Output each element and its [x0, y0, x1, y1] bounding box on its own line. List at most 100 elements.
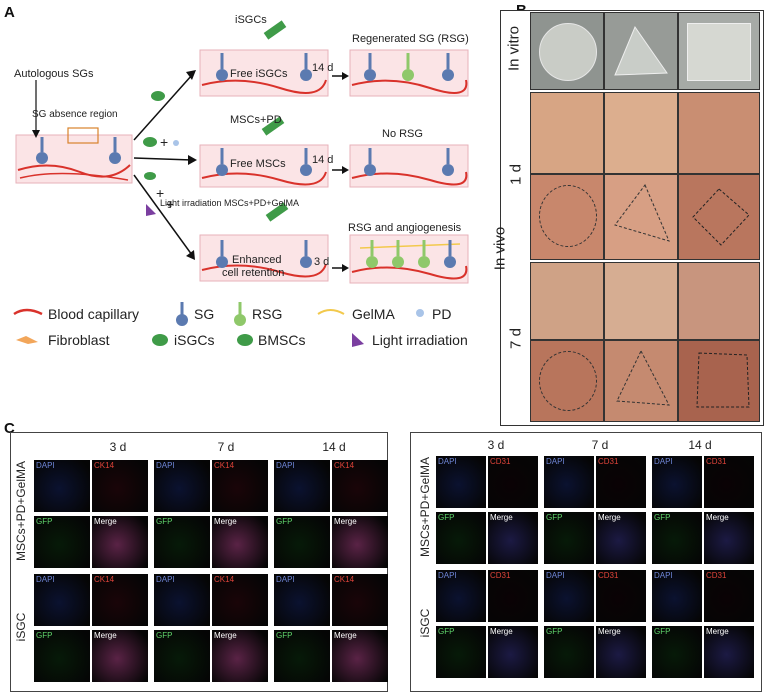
- day7-photo-5: [604, 340, 678, 422]
- right-tile-gfp: GFP: [652, 626, 702, 678]
- left-tile-label: DAPI: [156, 461, 175, 470]
- right-tile-gfp: GFP: [544, 512, 594, 564]
- enhanced-label-1: Enhanced: [232, 254, 282, 266]
- panel-c-right-frame: [410, 432, 762, 692]
- right-tile-dapi: DAPI: [652, 570, 702, 622]
- right-tile-merge: Merge: [596, 626, 646, 678]
- legend-gelma: GelMA: [352, 306, 395, 322]
- right-tile-label: Merge: [598, 627, 621, 636]
- left-tile-merge: Merge: [332, 516, 388, 568]
- right-tile-merge: Merge: [488, 512, 538, 564]
- rsg-angio-label: RSG and angiogenesis: [348, 222, 462, 234]
- right-tile-label: Merge: [598, 513, 621, 522]
- left-tile-merge: Merge: [332, 630, 388, 682]
- right-tile-label: Merge: [706, 513, 729, 522]
- left-tile-dapi: DAPI: [34, 574, 90, 626]
- right-tile-label: GFP: [438, 513, 455, 522]
- right-tile-merge: Merge: [704, 626, 754, 678]
- left-tile-label: GFP: [36, 631, 53, 640]
- left-tile-marker: CK14: [92, 460, 148, 512]
- left-tile-dapi: DAPI: [274, 574, 330, 626]
- right-tile-label: DAPI: [438, 457, 457, 466]
- isgcs-label: iSGCs: [235, 14, 267, 26]
- right-day-14: 14 d: [688, 438, 712, 452]
- left-tile-label: Merge: [334, 517, 357, 526]
- left-tile-label: GFP: [36, 517, 53, 526]
- right-tile-marker: CD31: [596, 570, 646, 622]
- left-group-2: iSGC: [14, 612, 28, 642]
- left-tile-gfp: GFP: [34, 516, 90, 568]
- left-tile-label: CK14: [334, 461, 355, 470]
- left-tile-marker: CK14: [212, 574, 268, 626]
- left-tile-label: CK14: [334, 575, 355, 584]
- left-tile-label: CK14: [94, 575, 115, 584]
- right-tile-gfp: GFP: [544, 626, 594, 678]
- right-tile-merge: Merge: [704, 512, 754, 564]
- panel-c-label: C: [4, 420, 15, 437]
- left-tile-merge: Merge: [92, 630, 148, 682]
- right-tile-marker: CD31: [596, 456, 646, 508]
- right-tile-label: GFP: [438, 627, 455, 636]
- left-tile-label: CK14: [214, 575, 235, 584]
- day14-label-a: 14 d: [312, 62, 334, 74]
- right-tile-label: DAPI: [654, 457, 673, 466]
- left-tile-dapi: DAPI: [34, 460, 90, 512]
- left-tile-label: DAPI: [156, 575, 175, 584]
- left-tile-label: Merge: [94, 631, 117, 640]
- right-tile-dapi: DAPI: [544, 570, 594, 622]
- absence-label: SG absence region: [32, 109, 118, 120]
- left-tile-marker: CK14: [212, 460, 268, 512]
- day1-photo-2: [604, 92, 678, 174]
- in-vitro-label: In vitro: [505, 26, 523, 72]
- right-tile-label: CD31: [706, 457, 727, 466]
- left-tile-label: DAPI: [276, 461, 295, 470]
- right-tile-label: GFP: [654, 627, 671, 636]
- left-tile-gfp: GFP: [34, 630, 90, 682]
- right-tile-label: Merge: [706, 627, 729, 636]
- left-tile-merge: Merge: [212, 516, 268, 568]
- left-tile-marker: CK14: [332, 460, 388, 512]
- right-tile-marker: CD31: [704, 456, 754, 508]
- schematic-graphics: [15, 20, 469, 284]
- autologous-label: Autologous SGs: [14, 68, 94, 80]
- left-tile-label: DAPI: [36, 461, 55, 470]
- left-tile-gfp: GFP: [154, 630, 210, 682]
- left-tile-merge: Merge: [92, 516, 148, 568]
- legend-fibro: Fibroblast: [48, 332, 110, 348]
- left-tile-marker: CK14: [332, 574, 388, 626]
- left-tile-label: DAPI: [276, 575, 295, 584]
- left-tile-gfp: GFP: [274, 630, 330, 682]
- gel-square-photo: [678, 12, 760, 90]
- right-tile-label: Merge: [490, 513, 513, 522]
- in-vivo-label: In vivo: [491, 226, 509, 271]
- left-tile-label: CK14: [214, 461, 235, 470]
- right-tile-label: CD31: [598, 571, 619, 580]
- legend-blood: Blood capillary: [48, 306, 140, 322]
- right-tile-gfp: GFP: [436, 512, 486, 564]
- left-tile-label: GFP: [276, 631, 293, 640]
- right-tile-label: DAPI: [546, 571, 565, 580]
- left-tile-dapi: DAPI: [274, 460, 330, 512]
- plus-sign-2: +: [156, 185, 165, 201]
- right-tile-label: DAPI: [438, 571, 457, 580]
- right-tile-label: GFP: [654, 513, 671, 522]
- left-tile-label: Merge: [214, 631, 237, 640]
- right-tile-dapi: DAPI: [544, 456, 594, 508]
- right-group-2: iSGC: [418, 608, 432, 638]
- right-tile-dapi: DAPI: [436, 570, 486, 622]
- right-tile-label: Merge: [490, 627, 513, 636]
- plus-sign-3: +: [166, 196, 175, 212]
- day7-label: 7 d: [507, 328, 525, 349]
- left-day-7: 7 d: [217, 440, 235, 454]
- left-tile-label: Merge: [214, 517, 237, 526]
- left-tile-label: Merge: [334, 631, 357, 640]
- day7-photo-4: [530, 340, 604, 422]
- right-tile-label: GFP: [546, 513, 563, 522]
- right-tile-gfp: GFP: [436, 626, 486, 678]
- left-day-3: 3 d: [109, 440, 127, 454]
- legend-light: Light irradiation: [372, 332, 468, 348]
- left-tile-label: GFP: [156, 631, 173, 640]
- right-tile-label: DAPI: [546, 457, 565, 466]
- left-tile-label: GFP: [156, 517, 173, 526]
- right-tile-marker: CD31: [488, 570, 538, 622]
